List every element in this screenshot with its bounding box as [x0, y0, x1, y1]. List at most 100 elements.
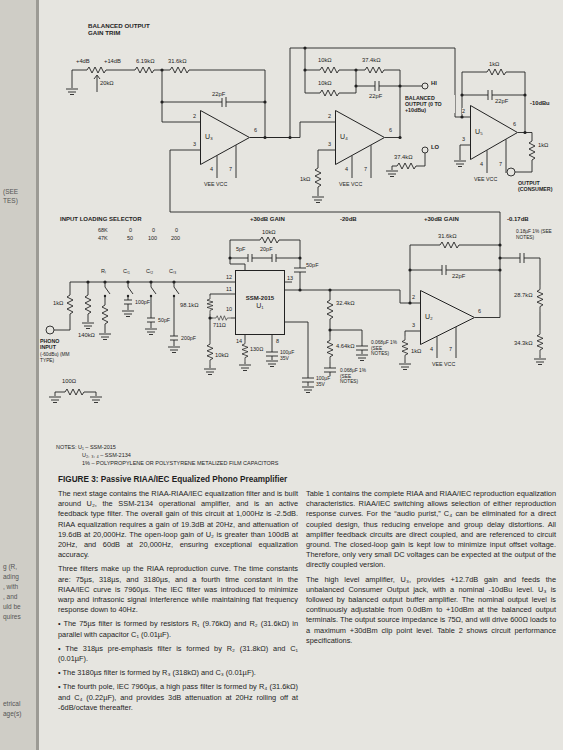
component-label: 140kΩ	[78, 332, 95, 339]
component-label: 0.068µF 1% (SEE NOTES)	[371, 340, 399, 357]
schematic-stroke	[405, 245, 540, 363]
body-paragraph: The next stage contains the RIAA-RIAA/IE…	[58, 489, 298, 560]
schematic-stroke	[207, 340, 213, 365]
facing-page-fragment: uld be	[3, 603, 21, 610]
op-amp-triangle: U₂	[420, 290, 475, 345]
schematic-stroke	[49, 397, 61, 403]
schematic-stroke	[72, 70, 265, 178]
component-label: 1kΩ	[411, 348, 421, 355]
schematic-stroke	[534, 359, 546, 365]
schematic-stroke	[160, 68, 163, 71]
op-amp-outline	[421, 291, 475, 345]
signal-wire	[250, 122, 335, 138]
part-designator: SSM-2015	[246, 295, 274, 302]
component-label: 100	[148, 235, 157, 241]
component-label: 0.068µF 1% (SEE NOTES)	[340, 368, 370, 385]
schematic-stroke	[67, 290, 73, 320]
schematic-stroke	[315, 67, 345, 73]
body-paragraph: The high level amplifier, U₃, provides +…	[306, 575, 556, 646]
schematic-stroke	[315, 90, 345, 96]
component-label: 2	[412, 294, 415, 300]
component-label: 100pF	[135, 299, 150, 305]
component-label: 1kΩ	[300, 176, 310, 183]
component-label: 711Ω	[213, 322, 226, 328]
component-label: 3	[462, 136, 465, 142]
op-amp-outline	[471, 106, 518, 160]
schematic-stroke	[208, 316, 211, 319]
component-label: -20dB	[340, 216, 357, 223]
schematic-stroke	[315, 163, 321, 193]
component-label: VEE VCC	[204, 181, 227, 187]
op-amp-triangle: U₄	[335, 110, 385, 165]
body-paragraph: • The 318µs pre-emphasis filter is forme…	[58, 644, 298, 664]
middle-row-wiring	[46, 237, 546, 403]
body-paragraph: • The 3180µs filter is formed by R₃ (318…	[58, 668, 298, 678]
component-label: 6.19kΩ	[136, 58, 155, 65]
op-amp-triangle: U₃	[200, 110, 250, 165]
part-designator: U₃	[205, 133, 250, 141]
component-label: 10kΩ	[318, 57, 332, 64]
schematic-stroke	[354, 68, 357, 71]
schematic-stroke	[435, 242, 465, 248]
component-label: 7	[499, 161, 502, 167]
component-label: 12	[226, 274, 232, 280]
schematic-stroke	[402, 336, 408, 360]
component-label: 2	[462, 108, 465, 114]
component-label: 1kΩ	[538, 142, 548, 149]
schematic-stroke	[103, 280, 106, 283]
component-label: 3	[328, 141, 331, 147]
component-label: 0.18µF 1% (SEE NOTES)	[516, 229, 554, 240]
schematic-stroke	[122, 311, 134, 317]
component-label: Cₗ₂	[146, 268, 153, 274]
component-label: -10dBu	[530, 100, 550, 107]
component-label: 10kΩ	[215, 352, 229, 359]
schematic-stroke	[145, 329, 157, 335]
component-label: 1% – POLYPROPYLENE OR POLYSTYRENE METALI…	[82, 460, 278, 466]
facing-page-fragment: etrical	[3, 700, 20, 707]
schematic-stroke	[54, 282, 235, 330]
component-label: 22pF	[369, 93, 382, 100]
schematic-stroke	[172, 280, 175, 283]
schematic-stroke	[60, 389, 90, 395]
component-label: BALANCED OUTPUT (0 TO +10dBu)	[405, 95, 455, 113]
component-label: 3	[412, 322, 415, 328]
component-label: 7	[229, 166, 232, 172]
figure-caption: FIGURE 3: Passive RIAA/IEC Equalized Pho…	[58, 475, 287, 484]
component-label: 5pF	[236, 246, 245, 252]
component-label: 10	[226, 306, 232, 312]
schematic-stroke	[327, 336, 333, 362]
schematic-stroke	[90, 397, 102, 403]
schematic-stroke	[303, 68, 306, 71]
component-label: U₂, ₃, ₄ – SSM-2134	[82, 452, 131, 458]
schematic-stroke	[85, 290, 91, 320]
part-designator: U₅	[475, 128, 518, 136]
schematic-stroke	[204, 369, 216, 375]
component-label: +30dB GAIN	[424, 216, 459, 223]
op-amp-outline	[336, 111, 385, 165]
signal-wire	[170, 150, 500, 318]
component-label: 50pF	[158, 317, 170, 323]
schematic-stroke	[312, 197, 324, 203]
component-label: 10kΩ	[262, 229, 276, 236]
schematic-stroke	[523, 93, 526, 96]
schematic-stroke	[422, 83, 428, 89]
body-paragraph: • The fourth pole, IEC 7960µs, a high pa…	[58, 682, 298, 713]
component-label: 20pF	[260, 246, 273, 252]
part-designator: U₄	[340, 133, 385, 141]
component-label: 14	[236, 338, 242, 344]
facing-page-fragment: , and	[3, 593, 17, 600]
component-label: +30dB GAIN	[250, 216, 285, 223]
facing-page-fragment: TES)	[3, 197, 18, 204]
schematic-stroke	[228, 256, 231, 259]
schematic-stroke	[386, 171, 398, 177]
component-label: 7	[364, 166, 367, 172]
schematic-stroke	[207, 296, 213, 314]
schematic-stroke	[150, 295, 152, 297]
component-label: VEE VCC	[432, 361, 455, 367]
component-label: 0	[152, 227, 155, 233]
component-label: 1kΩ	[489, 61, 499, 68]
component-label: 6	[389, 127, 392, 133]
schematic-stroke	[82, 67, 112, 73]
component-label: 98.1kΩ	[180, 302, 199, 309]
